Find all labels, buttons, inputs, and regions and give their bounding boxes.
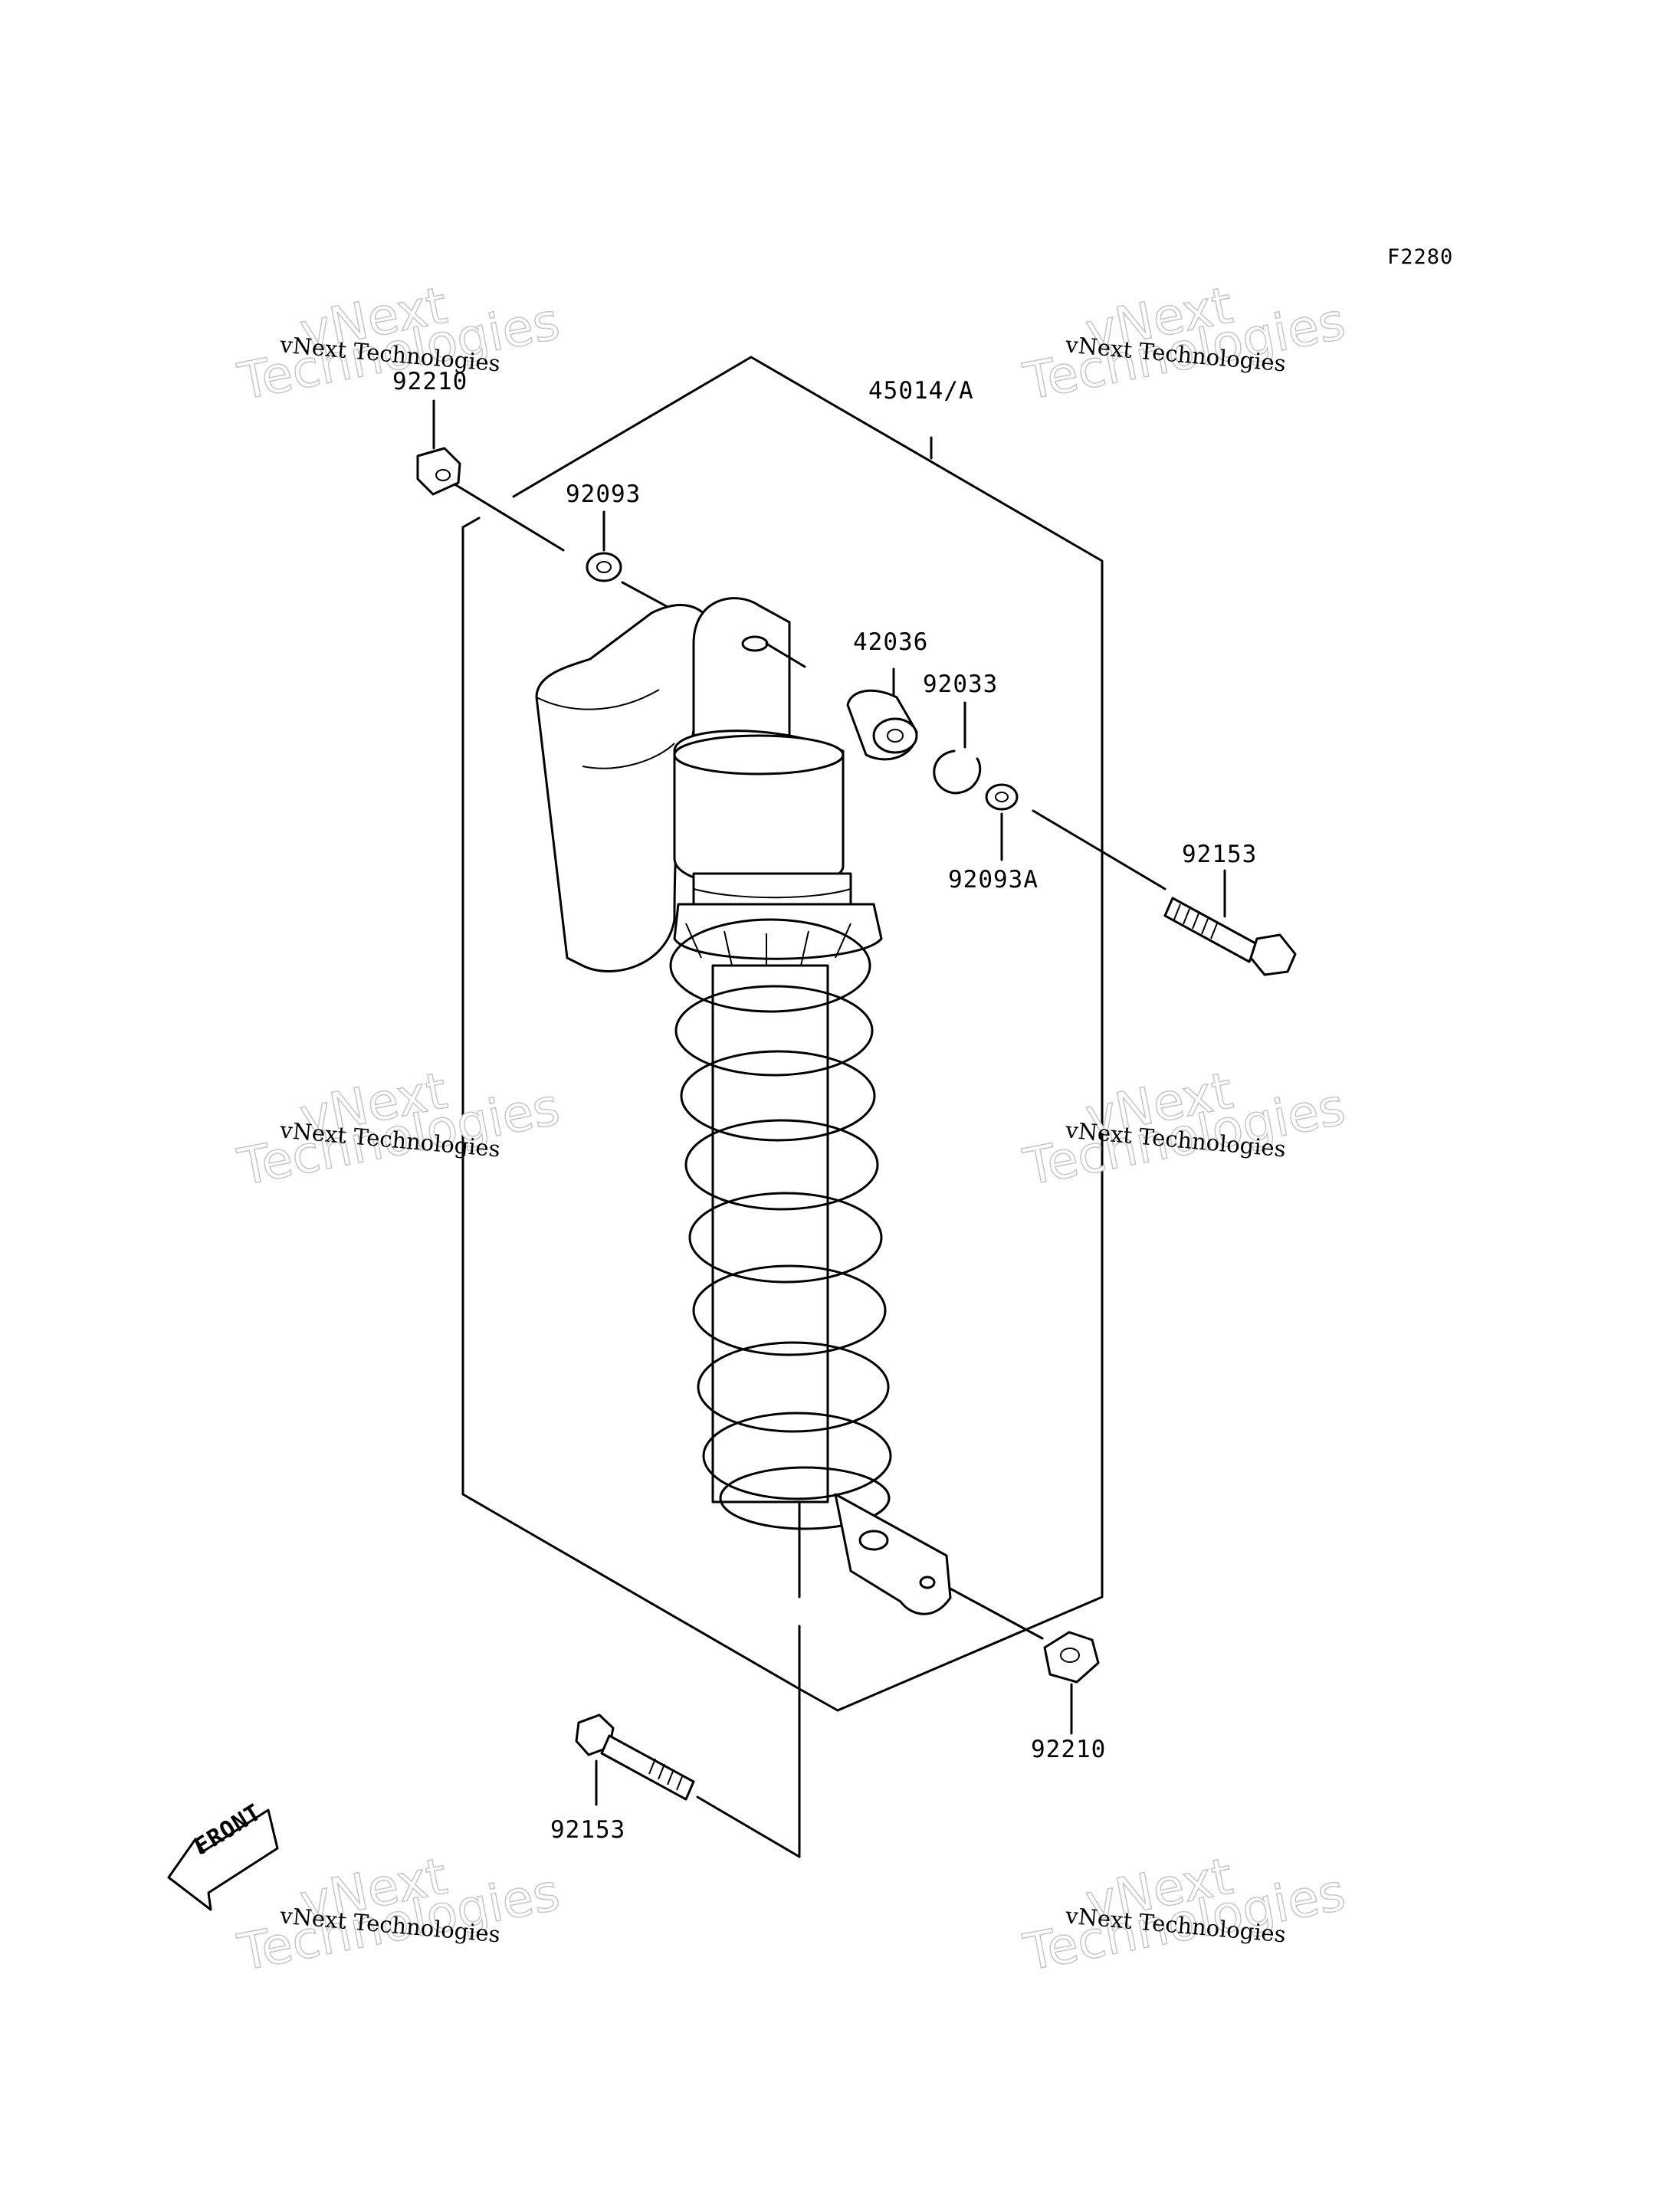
washer-right-part [985, 783, 1019, 811]
coil-spring [669, 918, 892, 1530]
assembly-bracket [461, 356, 1104, 1712]
label-bolt-bottom: 92153 [550, 1816, 626, 1844]
label-bushing: 42036 [853, 628, 929, 656]
bolt-bottom-part [575, 1713, 695, 1801]
nut-top-part [416, 447, 461, 496]
bushing-part [846, 689, 918, 761]
label-circlip: 92033 [923, 671, 999, 698]
leader-lines [432, 399, 1226, 1858]
preload-collar [673, 903, 883, 967]
nut-bottom-part [1043, 1631, 1100, 1684]
label-washer-right: 92093A [948, 866, 1039, 894]
diagram-code: F2280 [1387, 245, 1454, 269]
label-nut-top: 92210 [392, 368, 468, 395]
label-assembly: 45014/A [868, 377, 974, 405]
bottom-clevis [834, 1493, 952, 1615]
label-washer-top: 92093 [566, 480, 641, 508]
circlip-part [933, 749, 982, 795]
shock-body [673, 597, 852, 938]
bolt-right-part [1163, 897, 1297, 976]
front-arrow-icon [167, 1808, 279, 1911]
label-bolt-right: 92153 [1182, 841, 1258, 868]
label-nut-bottom: 92210 [1031, 1736, 1107, 1763]
washer-top-part [586, 552, 622, 582]
